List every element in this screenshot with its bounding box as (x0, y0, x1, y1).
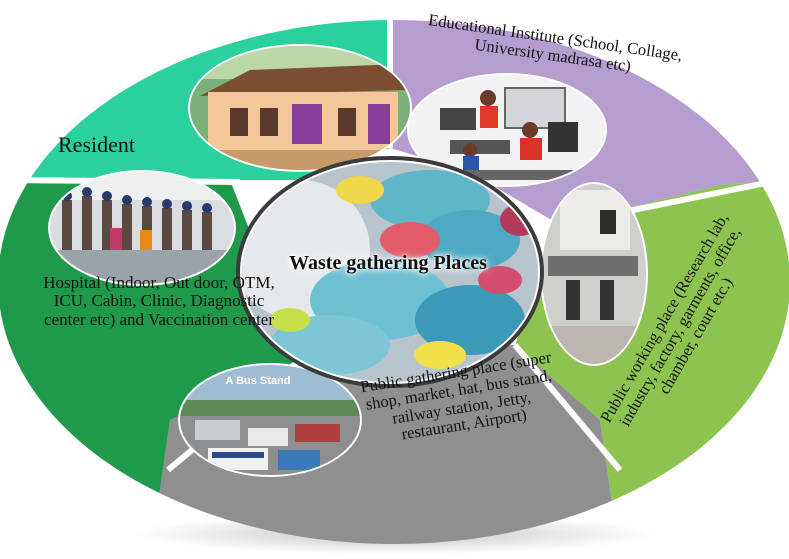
segment-label-hospital: Hospital (Indoor, Out door, OTM, ICU, Ca… (43, 273, 275, 329)
bus-stand-sign: A Bus Stand (226, 375, 291, 387)
classroom-photo (407, 73, 607, 187)
hospital-queue-photo (48, 170, 236, 286)
center-title: Waste gathering Places (289, 252, 487, 274)
office-photo (540, 182, 648, 366)
center-waste-photo (236, 156, 544, 388)
bus-stand-photo: A Bus Stand (178, 363, 362, 477)
segment-label-resident: Resident (58, 132, 135, 157)
